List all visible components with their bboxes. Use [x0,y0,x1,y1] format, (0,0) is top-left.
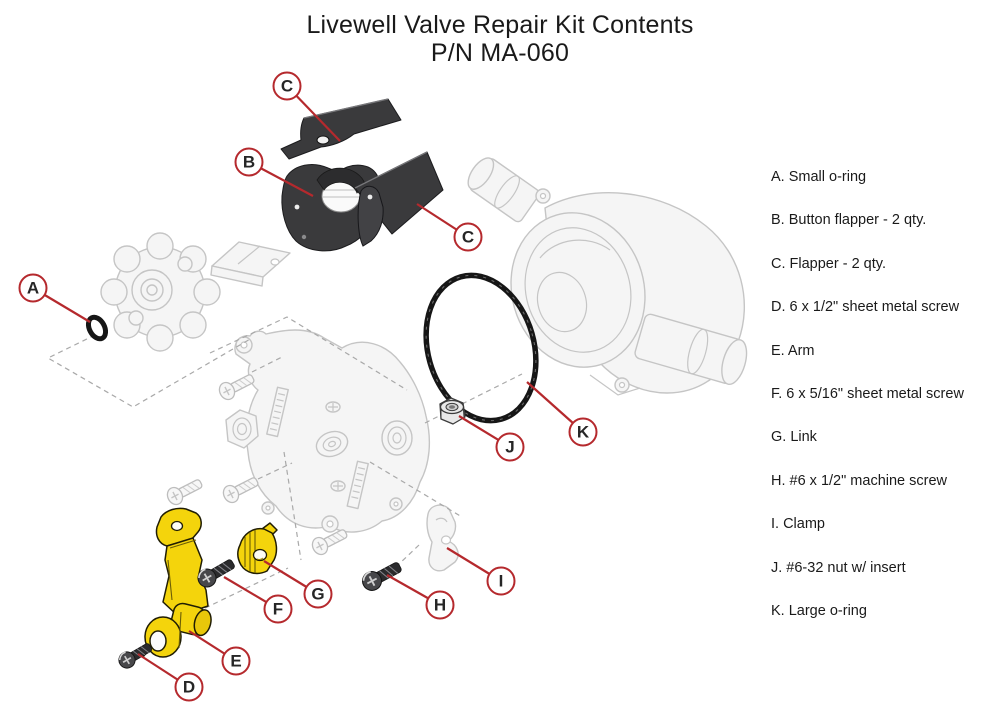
legend-item-h: H. #6 x 1/2" machine screw [771,472,947,489]
ghost-screw [163,474,206,508]
part-number: P/N MA-060 [430,39,570,67]
legend-item-b: B. Button flapper - 2 qty. [771,212,927,229]
arm-part [142,507,212,658]
parts-legend: A. Small o-ring B. Button flapper - 2 qt… [771,169,996,646]
screw-h-part [358,556,406,595]
legend-item-a: A. Small o-ring [771,169,867,185]
ghost-screw [219,472,262,506]
small-o-ring-part [85,314,109,342]
large-o-ring-part [423,272,539,424]
impeller-ghost [100,232,221,352]
legend-item-d: D. 6 x 1/2" sheet metal screw [771,299,960,316]
legend-item-f: F. 6 x 5/16" sheet metal screw [771,385,964,402]
callout-c-right: C [453,222,483,252]
legend-item-j: J. #6-32 nut w/ insert [771,559,906,576]
callout-b: B [234,147,264,177]
callout-e: E [221,646,251,676]
callout-a: A [18,273,48,303]
callout-j: J [495,432,525,462]
title-block: Livewell Valve Repair Kit Contents P/N M… [0,11,1000,67]
projection-dashed-lines [46,316,523,613]
callout-i: I [486,566,516,596]
legend-item-c: C. Flapper - 2 qty. [771,255,886,272]
flapper-right-part [354,151,444,247]
legend-item-g: G. Link [771,429,817,446]
page-title: Livewell Valve Repair Kit Contents [306,11,694,39]
legend-item-i: I. Clamp [771,516,825,533]
callout-f: F [263,594,293,624]
callout-h: H [425,590,455,620]
callout-d: D [174,672,204,702]
valve-body-ghost [225,329,431,533]
callout-c-top: C [272,71,302,101]
clamp-part [426,504,459,572]
pump-housing-ghost [467,157,748,396]
cover-plate-ghost [210,241,291,287]
legend-item-e: E. Arm [771,342,815,359]
callout-g: G [303,579,333,609]
nut-part [439,397,466,425]
legend-item-k: K. Large o-ring [771,602,867,619]
screw-d-part [115,638,156,672]
flapper-top-part [280,98,402,160]
callout-k: K [568,417,598,447]
ghost-screw [215,369,258,403]
